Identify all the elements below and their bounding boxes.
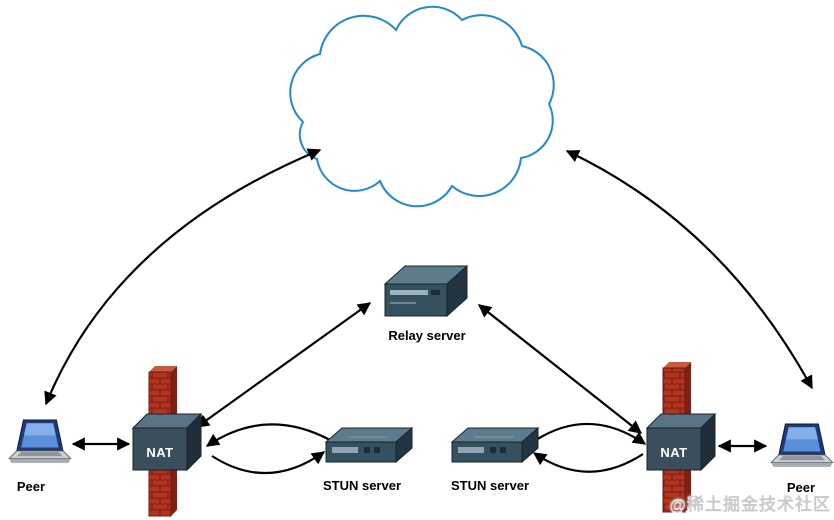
arrow-relay-nat-right <box>477 304 643 434</box>
arrow-nat-left-relay <box>195 302 372 428</box>
stun-server-right-icon <box>450 426 540 464</box>
arrow-stun-left-to-nat-left <box>205 423 331 447</box>
stun-server-right-label: STUN server <box>451 478 529 493</box>
relay-server-label: Relay server <box>388 328 465 343</box>
nat-right-cube-icon: NAT <box>645 412 717 472</box>
peer-right-icon <box>770 423 834 467</box>
nat-left-label: NAT <box>146 445 173 460</box>
nat-right-label: NAT <box>660 445 687 460</box>
peer-right-label: Peer <box>787 480 815 495</box>
relay-server-icon <box>383 264 469 318</box>
arrow-nat-left-to-stun-left <box>211 451 326 475</box>
internet-cloud-icon <box>289 5 555 208</box>
nat-left-group: NAT <box>131 366 203 517</box>
nat-left-cube-icon: NAT <box>131 412 203 472</box>
stun-server-left-icon <box>324 426 414 464</box>
watermark: @稀土掘金技术社区 <box>669 495 831 514</box>
nat-right-group: NAT <box>645 362 717 513</box>
arrow-peer-left-cloud <box>44 148 322 406</box>
connections <box>44 148 813 475</box>
arrow-nat-right-to-stun-right <box>532 452 644 473</box>
stun-server-left-label: STUN server <box>323 478 401 493</box>
peer-left-label: Peer <box>17 479 45 494</box>
arrow-stun-right-to-nat-right <box>535 422 647 445</box>
peer-left-icon <box>8 419 72 463</box>
arrow-cloud-peer-right <box>565 150 813 390</box>
